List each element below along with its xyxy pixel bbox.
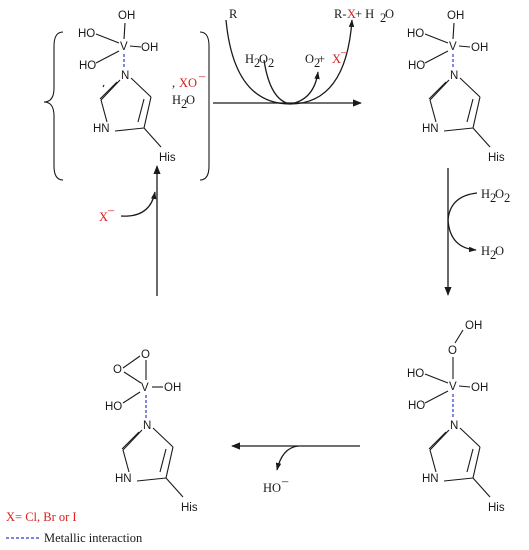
water-sub: 2 <box>181 97 187 111</box>
oh-right: OH <box>141 42 158 54</box>
ho-left: HO <box>105 401 122 413</box>
xo-minus-label: XO <box>179 76 197 90</box>
product-x: X <box>347 7 356 21</box>
product-plus-h: + H <box>355 7 374 21</box>
water-o: O <box>495 244 504 258</box>
complex-resting-state: OH HO OH HO V N HN His , XO – H 2 O <box>43 10 210 181</box>
comma-separator: , <box>172 76 175 90</box>
oh-top: OH <box>118 10 135 22</box>
halide-charge: – <box>107 203 115 217</box>
dehydroxylation-arrow: HO – <box>231 442 360 495</box>
hydroxide-label: HO <box>263 481 281 495</box>
oh-right: OH <box>471 382 488 394</box>
complex-peroxo-bottom-left: O O V OH HO N HN His <box>105 349 198 514</box>
imidazole-nh: HN <box>93 123 110 135</box>
left-brace <box>43 31 64 181</box>
imidazole-nh: HN <box>422 473 439 485</box>
ho-left-upper: HO <box>407 368 424 380</box>
imidazole-nh: HN <box>422 123 439 135</box>
vanadium-atom: V <box>120 41 128 53</box>
histidine-label: His <box>488 152 505 164</box>
peroxide-sub-o: 2 <box>504 191 510 205</box>
histidine-label: His <box>159 152 176 164</box>
hydroxide-charge: – <box>281 474 289 488</box>
water-sub: 2 <box>490 248 496 262</box>
ho-left-upper: HO <box>78 28 95 40</box>
plus-sign: + <box>318 52 325 66</box>
peroxo-o-top: O <box>141 349 150 361</box>
peroxide-sub-h: 2 <box>254 56 260 70</box>
water-h: H <box>481 244 490 258</box>
halide-binding-arrow: X – <box>99 165 161 296</box>
oxidation-arrow-top: R R- X + H 2 O H 2 O 2 O 2 + X – <box>213 7 394 107</box>
peroxide-sub-o: 2 <box>268 56 274 70</box>
legend-x-definition: X= Cl, Br or I <box>6 510 77 524</box>
histidine-label: His <box>181 502 198 514</box>
vanadium-atom: V <box>449 41 457 53</box>
histidine-label: His <box>488 502 505 514</box>
imidazole-n: N <box>450 420 458 432</box>
xo-minus-charge: – <box>198 69 206 83</box>
peroxide-h: H <box>481 187 490 201</box>
legend: X= Cl, Br or I Metallic interaction <box>6 510 143 545</box>
legend-metallic-label: Metallic interaction <box>44 531 143 545</box>
vanadium-atom: V <box>141 382 149 394</box>
imidazole-n: N <box>121 70 129 82</box>
product-r: R- <box>334 7 347 21</box>
peroxide-binding-arrow: H 2 O 2 H 2 O <box>444 168 510 296</box>
peroxide-sub-h: 2 <box>490 191 496 205</box>
halide-x: X <box>332 52 341 66</box>
ho-left-lower: HO <box>79 60 96 72</box>
peroxide-h: H <box>245 52 254 66</box>
oxygen-sub: 2 <box>314 56 320 70</box>
imidazole-n: N <box>143 420 151 432</box>
peroxo-o-left: O <box>113 364 122 376</box>
halide-x: X <box>99 210 108 224</box>
oh-peroxo-top: OH <box>465 320 482 332</box>
halide-charge: – <box>340 45 348 59</box>
complex-hydroxo-top-right: OH HO OH HO V N HN His <box>407 10 505 164</box>
oh-right: OH <box>164 382 181 394</box>
imidazole-n: N <box>450 70 458 82</box>
oh-top: OH <box>447 10 464 22</box>
peroxide-o: O <box>259 52 268 66</box>
ho-left-upper: HO <box>407 28 424 40</box>
product-water-sub: 2 <box>380 11 386 25</box>
ho-left-lower: HO <box>408 60 425 72</box>
ho-left-lower: HO <box>408 400 425 412</box>
complex-hydroperoxo-bottom-right: OH O HO OH HO V N HN His <box>407 320 505 514</box>
vanadium-atom: V <box>449 381 457 393</box>
imidazole-nh: HN <box>115 473 132 485</box>
peroxo-o: O <box>448 345 457 357</box>
water-o: O <box>186 93 195 107</box>
oh-right: OH <box>471 42 488 54</box>
oxygen-o: O <box>305 52 314 66</box>
water-h: H <box>172 93 181 107</box>
substrate-r: R <box>229 7 238 21</box>
product-water-o: O <box>385 7 394 21</box>
peroxide-o: O <box>495 187 504 201</box>
right-bracket <box>199 31 210 181</box>
